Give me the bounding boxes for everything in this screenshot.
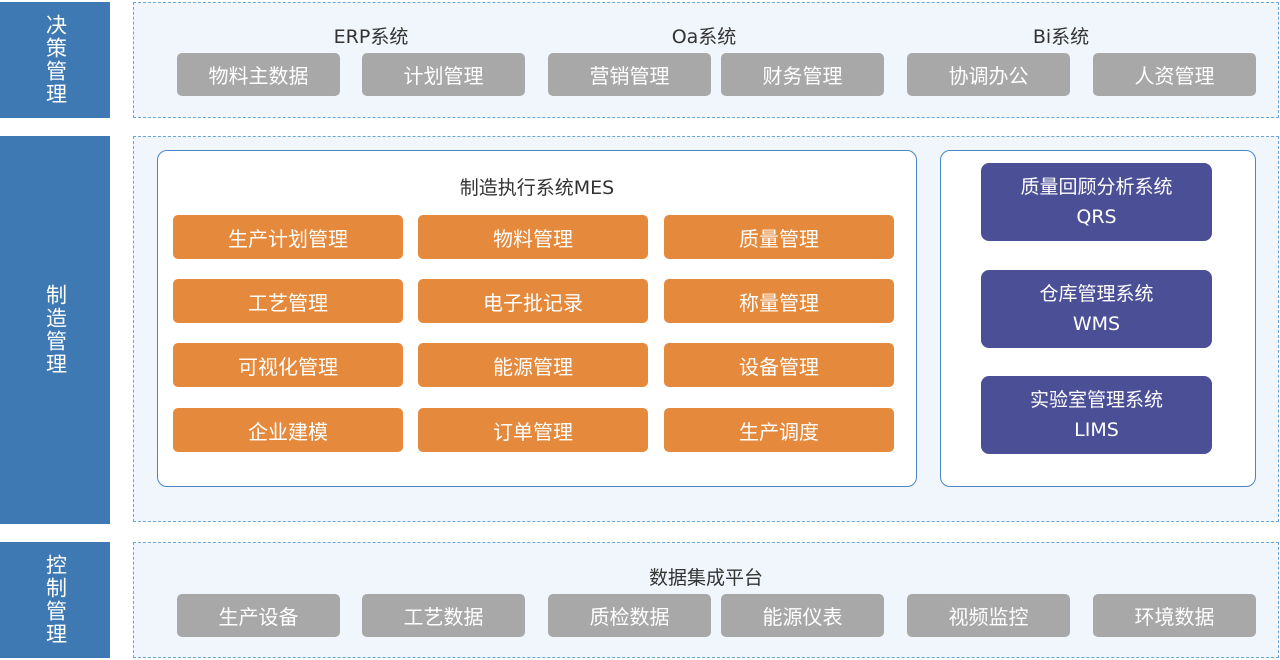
- side-label-decision-text: 决策管理: [43, 14, 68, 106]
- control-item: 质检数据: [548, 594, 711, 637]
- mes-module: 生产计划管理: [173, 215, 403, 259]
- side-label-control-text: 控制管理: [43, 554, 68, 646]
- side-system-abbr: QRS: [1076, 206, 1117, 228]
- side-label-manufacturing: 制造管理: [0, 136, 110, 524]
- bi-title: Bi系统: [1032, 26, 1090, 48]
- mes-module: 称量管理: [664, 279, 894, 323]
- control-item: 能源仪表: [721, 594, 884, 637]
- mes-module: 质量管理: [664, 215, 894, 259]
- decision-item-planning: 计划管理: [362, 53, 525, 96]
- mes-module: 可视化管理: [173, 343, 403, 387]
- side-label-manufacturing-text: 制造管理: [43, 284, 68, 376]
- decision-item-office: 协调办公: [907, 53, 1070, 96]
- decision-item-marketing: 营销管理: [548, 53, 711, 96]
- control-item: 视频监控: [907, 594, 1070, 637]
- mes-title: 制造执行系统MES: [459, 177, 615, 199]
- side-label-control: 控制管理: [0, 542, 110, 658]
- mes-module: 物料管理: [418, 215, 648, 259]
- oa-title: Oa系统: [671, 26, 737, 48]
- mes-module: 电子批记录: [418, 279, 648, 323]
- mes-module: 生产调度: [664, 408, 894, 452]
- control-item: 工艺数据: [362, 594, 525, 637]
- mes-module: 能源管理: [418, 343, 648, 387]
- mes-module: 设备管理: [664, 343, 894, 387]
- control-item: 生产设备: [177, 594, 340, 637]
- erp-title: ERP系统: [333, 26, 409, 48]
- mes-module: 工艺管理: [173, 279, 403, 323]
- side-system-name: 实验室管理系统: [1029, 389, 1163, 411]
- side-system-lims: 实验室管理系统 LIMS: [981, 376, 1212, 454]
- side-label-decision: 决策管理: [0, 2, 110, 118]
- decision-item-hr: 人资管理: [1093, 53, 1256, 96]
- side-system-name: 质量回顾分析系统: [1020, 176, 1173, 198]
- decision-item-finance: 财务管理: [721, 53, 884, 96]
- side-system-abbr: LIMS: [1074, 419, 1119, 441]
- side-system-name: 仓库管理系统: [1039, 283, 1154, 305]
- side-system-qrs: 质量回顾分析系统 QRS: [981, 163, 1212, 241]
- decision-item-material-master: 物料主数据: [177, 53, 340, 96]
- control-title: 数据集成平台: [648, 567, 763, 589]
- mes-module: 订单管理: [418, 408, 648, 452]
- mes-module: 企业建模: [173, 408, 403, 452]
- control-item: 环境数据: [1093, 594, 1256, 637]
- side-system-wms: 仓库管理系统 WMS: [981, 270, 1212, 348]
- side-system-abbr: WMS: [1072, 313, 1121, 335]
